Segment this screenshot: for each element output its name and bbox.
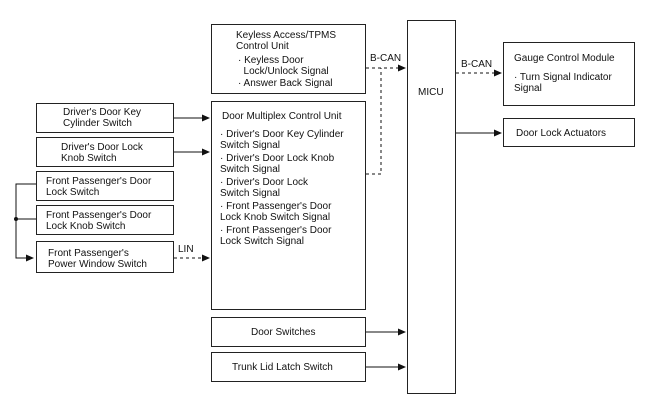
door-multiplex-title: Door Multiplex Control Unit [222, 111, 342, 122]
keyless-access-tpms-box: Keyless Access/TPMS Control Unit · Keyle… [211, 24, 366, 94]
door-multiplex-box: Door Multiplex Control Unit · Driver's D… [211, 101, 366, 310]
door-lock-actuators-label: Door Lock Actuators [516, 128, 607, 139]
driver-key-cylinder-switch-box: Driver's Door Key Cylinder Switch [36, 103, 174, 133]
fp-power-window-label: Front Passenger's Power Window Switch [48, 248, 147, 270]
keyless-signal-lock-unlock: · Keyless Door Lock/Unlock Signal [238, 55, 329, 77]
lin-label: LIN [178, 244, 194, 255]
multiplex-signal-2: · Driver's Door Lock Knob Switch Signal [220, 153, 335, 175]
gauge-signal-turn: · Turn Signal Indicator Signal [514, 72, 612, 94]
trunk-lid-latch-box: Trunk Lid Latch Switch [211, 352, 366, 382]
fp-door-lock-knob-label: Front Passenger's Door Lock Knob Switch [46, 210, 152, 232]
gauge-title: Gauge Control Module [514, 53, 615, 64]
multiplex-signal-4: · Front Passenger's Door Lock Knob Switc… [220, 201, 332, 223]
gauge-control-module-box: Gauge Control Module · Turn Signal Indic… [503, 42, 635, 106]
fp-door-lock-switch-box: Front Passenger's Door Lock Switch [36, 171, 174, 201]
micu-box: MICU [407, 20, 456, 394]
fp-door-lock-knob-switch-box: Front Passenger's Door Lock Knob Switch [36, 205, 174, 235]
fp-power-window-switch-box: Front Passenger's Power Window Switch [36, 241, 174, 273]
keyless-signal-answer-back: · Answer Back Signal [238, 78, 333, 89]
door-switches-box: Door Switches [211, 317, 366, 347]
micu-label: MICU [418, 87, 444, 98]
junction-dot [14, 217, 18, 221]
multiplex-signal-3: · Driver's Door Lock Switch Signal [220, 177, 309, 199]
multiplex-signal-1: · Driver's Door Key Cylinder Switch Sign… [220, 129, 344, 151]
driver-lock-knob-label: Driver's Door Lock Knob Switch [61, 142, 143, 164]
multiplex-signal-5: · Front Passenger's Door Lock Switch Sig… [220, 225, 332, 247]
fp-door-lock-label: Front Passenger's Door Lock Switch [46, 176, 152, 198]
bcan-multiplex-link [366, 68, 382, 175]
driver-key-cylinder-label: Driver's Door Key Cylinder Switch [63, 107, 142, 129]
driver-lock-knob-switch-box: Driver's Door Lock Knob Switch [36, 137, 174, 167]
trunk-lid-latch-label: Trunk Lid Latch Switch [232, 362, 333, 373]
door-switches-label: Door Switches [251, 327, 316, 338]
bcan-label-right: B-CAN [461, 59, 493, 70]
door-lock-actuators-box: Door Lock Actuators [503, 118, 635, 147]
bracket-fp-switches [15, 183, 36, 262]
bcan-label-left: B-CAN [370, 53, 402, 64]
keyless-access-title: Keyless Access/TPMS Control Unit [236, 30, 337, 52]
